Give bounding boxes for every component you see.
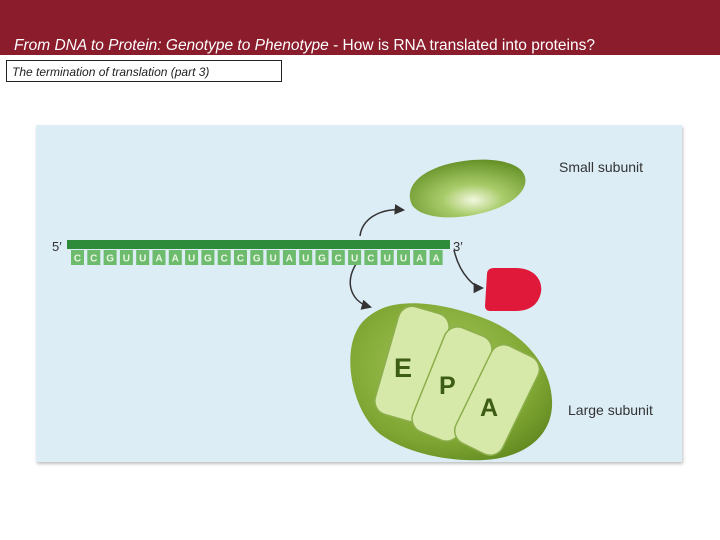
nucleotide-base: G: [253, 254, 261, 265]
mrna-backbone: [67, 240, 450, 249]
nucleotide-base: U: [302, 254, 309, 265]
large-subunit-label: Large subunit: [568, 402, 653, 418]
nucleotide-base: C: [335, 254, 342, 265]
arrow-to-large-subunit: [350, 264, 370, 307]
small-subunit-label: Small subunit: [559, 159, 643, 175]
nucleotide-base: C: [74, 254, 81, 265]
nucleotide-base: A: [432, 254, 439, 265]
release-factor-shape: [485, 268, 541, 311]
nucleotide-base: C: [90, 254, 97, 265]
nucleotide-base: C: [367, 254, 374, 265]
nucleotide-base: U: [269, 254, 276, 265]
nucleotide-base: A: [286, 254, 293, 265]
nucleotide-base: U: [384, 254, 391, 265]
nucleotide-base: A: [155, 254, 162, 265]
a-site-label: A: [480, 394, 498, 422]
nucleotide-base: G: [106, 254, 114, 265]
arrow-to-small-subunit: [360, 210, 403, 236]
nucleotide-base: A: [416, 254, 423, 265]
nucleotide-base: U: [139, 254, 146, 265]
three-prime-label: 3′: [453, 239, 463, 254]
nucleotide-base: G: [204, 254, 212, 265]
nucleotide-base: U: [400, 254, 407, 265]
nucleotide-base: A: [172, 254, 179, 265]
nucleotide-base: U: [188, 254, 195, 265]
nucleotide-base: U: [123, 254, 130, 265]
p-site-label: P: [439, 372, 456, 400]
nucleotide-base: U: [351, 254, 358, 265]
five-prime-label: 5′: [52, 239, 62, 254]
arrow-to-release-factor: [454, 250, 482, 288]
e-site-label: E: [394, 353, 412, 383]
nucleotide-base: C: [237, 254, 244, 265]
nucleotide-base: G: [318, 254, 326, 265]
small-subunit-shape: [410, 160, 526, 218]
nucleotide-base: C: [221, 254, 228, 265]
